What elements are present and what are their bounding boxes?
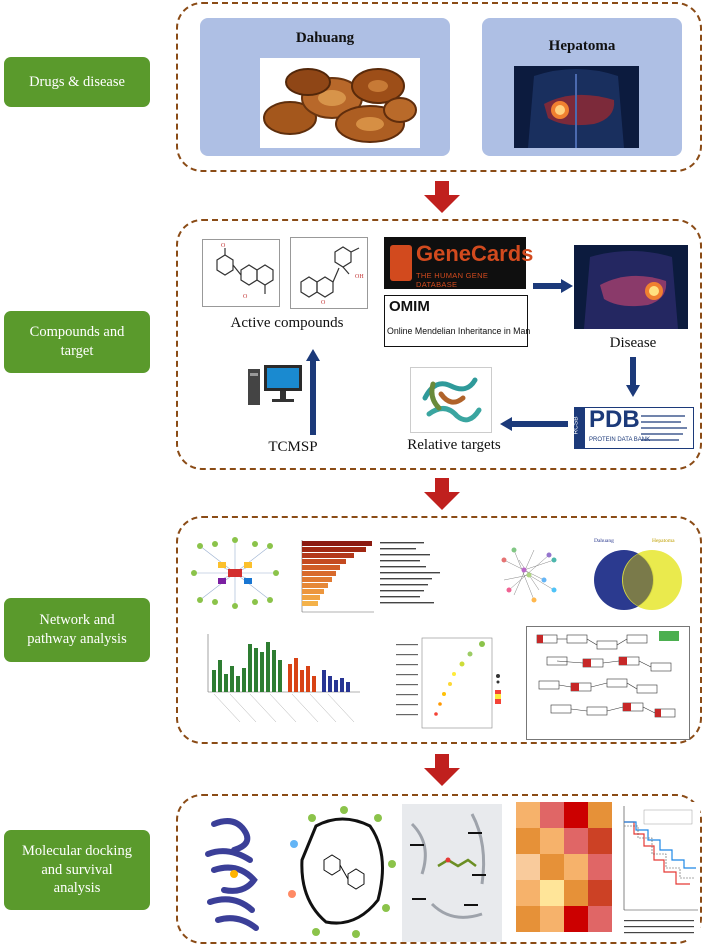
hepatoma-title: Hepatoma [548,38,616,54]
panel-drugs-disease: Dahuang Hepatoma [176,2,702,172]
step-label-drugs-disease: Drugs & disease [4,57,150,107]
go-enrichment-chart-image [200,630,370,730]
svg-text:O: O [321,300,326,306]
active-compounds-label: Active compounds [230,315,344,331]
panel-network-pathway: Dahuang Hepatoma [176,516,702,744]
pdb-side-text: RCSB [572,416,580,435]
relative-targets-label: Relative targets [407,437,501,453]
venn-right-label: Hepatoma [652,538,675,544]
arrow-down-icon [424,478,460,510]
pdb-title: PDB [589,406,640,433]
arrow-down-icon [424,181,460,213]
genecards-logo: GeneCards THE HUMAN GENE DATABASE [384,237,533,289]
arrow-down-icon [424,754,460,786]
step-label-text: Molecular docking and survival analysis [22,842,132,897]
pdb-footer: PROTEIN DATA BANK [589,437,651,443]
pathway-bar-chart-image [294,538,484,620]
genecards-subtitle: THE HUMAN GENE DATABASE [416,271,489,289]
dahuang-image [260,58,420,148]
svg-text:OH: OH [355,274,364,280]
panel-docking-survival [176,794,702,944]
step-label-docking-survival: Molecular docking and survival analysis [4,830,150,910]
step-label-text: Drugs & disease [29,73,125,90]
disease-image [574,245,688,329]
pdb-side-bar [575,408,585,448]
arrow-up-icon [306,349,320,435]
compound-structure-1: O O [202,239,280,307]
arrow-right-icon [533,279,573,293]
pathway-dot-plot-image [392,636,508,732]
network-graph-image [190,536,280,610]
venn-diagram-image: Dahuang Hepatoma [582,536,692,618]
step-label-text: Compounds and target [29,324,125,359]
venn-left-label: Dahuang [594,538,614,544]
ppi-network-image [494,540,564,610]
disease-label: Disease [609,335,657,351]
arrow-down-icon [626,357,640,397]
tcmsp-label: TCMSP [268,439,318,455]
docking-protein-ribbon-image [194,810,270,938]
omim-title: OMIM [389,298,430,315]
dna-icon [390,245,412,281]
dahuang-box: Dahuang [200,18,450,156]
hepatoma-box: Hepatoma [482,18,682,156]
dahuang-title: Dahuang [295,30,355,46]
ligand-interaction-2d-image [286,804,398,942]
step-label-compounds-target: Compounds and target [4,311,150,373]
protein-structure-image [410,367,492,433]
pdb-tagline-lines [641,412,689,444]
kegg-pathway-map-image [526,626,690,740]
omim-subtitle: Online Mendelian Inheritance in Man [387,326,531,336]
arrow-left-icon [500,417,568,431]
omim-logo: OMIM Online Mendelian Inheritance in Man [384,295,531,347]
correlation-heatmap-image [506,800,616,940]
step-label-network-pathway: Network and pathway analysis [4,598,150,662]
compound-structure-2: OH O [290,237,368,309]
step-label-text: Network and pathway analysis [27,612,127,647]
panel-compounds-target: O O OH O Active compounds GeneCards THE … [176,219,702,470]
hepatoma-image [514,66,639,148]
pdb-logo: RCSB PDB PROTEIN DATA BANK [572,406,694,449]
svg-text:O: O [243,294,248,300]
computer-icon [244,361,304,411]
binding-pocket-3d-image [402,804,502,942]
survival-curve-image [618,802,700,940]
svg-text:O: O [221,243,226,249]
genecards-title: GeneCards [416,241,534,266]
